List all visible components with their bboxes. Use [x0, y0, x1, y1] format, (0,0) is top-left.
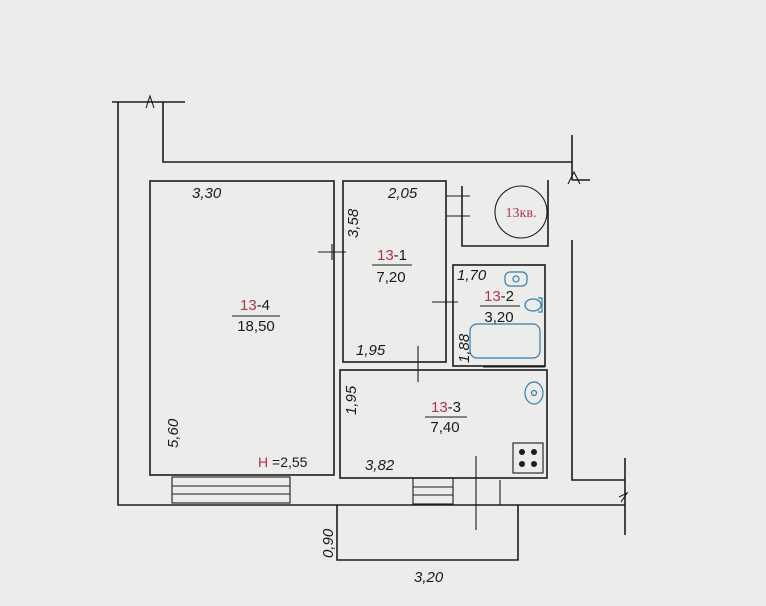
room-13-1-label: 13-1 7,20 — [372, 247, 412, 286]
window-kitchen — [412, 477, 454, 505]
dim-room4-width: 3,30 — [192, 185, 222, 202]
bathroom-fixtures — [469, 271, 543, 359]
room-13-2-id: 13-2 — [484, 288, 514, 305]
dim-hall-width-bottom: 1,95 — [356, 342, 386, 359]
dim-balcony-width: 3,20 — [414, 569, 444, 586]
dim-balcony-depth: 0,90 — [320, 528, 337, 558]
door-mark-bath — [432, 294, 458, 310]
break-mark-right-top — [567, 170, 581, 185]
room-13-3-label: 13-3 7,40 — [425, 399, 467, 436]
room-13-2-label: 13-2 3,20 — [480, 288, 520, 326]
dim-hall-width-top: 2,05 — [387, 185, 418, 202]
room-13-3-area: 7,40 — [430, 419, 459, 436]
stove-icon — [512, 442, 544, 474]
room-13-4-label: 13-4 18,50 — [232, 297, 280, 335]
dim-hall-length: 3,58 — [345, 208, 362, 238]
partition-marks — [318, 244, 477, 530]
room-13-4-outline — [149, 180, 335, 476]
windows — [171, 366, 545, 505]
washbasin-icon — [504, 271, 528, 287]
room-13-4-id: 13-4 — [240, 297, 270, 314]
window-room4 — [171, 476, 291, 504]
sink-icon — [524, 381, 544, 405]
window-kitchen-glazing — [413, 486, 453, 496]
ceiling-height: H =2,55 — [258, 454, 308, 470]
door-mark-room4 — [318, 244, 346, 260]
outer-wall-left-bottom — [117, 102, 625, 506]
outer-wall-right — [571, 240, 625, 481]
apartment-marker — [494, 185, 548, 239]
window-room4-glazing — [172, 485, 290, 495]
dim-bath-length: 1,88 — [456, 333, 473, 363]
room-13-1-id: 13-1 — [377, 247, 407, 264]
break-mark-right-bottom — [618, 491, 629, 503]
shaft-ticks — [446, 195, 470, 217]
room-13-4-area: 18,50 — [237, 318, 275, 335]
apartment-label: 13кв. — [506, 206, 537, 221]
balcony-outline — [336, 505, 519, 561]
kitchen-fixtures — [512, 381, 544, 474]
room-13-3-id: 13-3 — [431, 399, 461, 416]
room-13-1-area: 7,20 — [376, 269, 405, 286]
dim-bath-width: 1,70 — [457, 267, 487, 284]
bathtub-icon — [469, 323, 541, 359]
room-13-2-area: 3,20 — [484, 309, 513, 326]
dimension-labels: 3,30 5,60 2,05 3,58 1,95 1,70 1,88 1,95 … — [165, 185, 487, 586]
room-13-2-outline — [452, 264, 546, 367]
toilet-icon — [524, 297, 543, 313]
dim-room4-length: 5,60 — [165, 418, 182, 448]
break-mark-top — [145, 94, 155, 109]
dim-kitchen-height: 1,95 — [343, 385, 360, 415]
room-13-1-outline — [342, 180, 447, 363]
outer-wall-top — [162, 102, 573, 180]
outer-walls — [112, 94, 629, 535]
dim-kitchen-width: 3,82 — [365, 457, 395, 474]
